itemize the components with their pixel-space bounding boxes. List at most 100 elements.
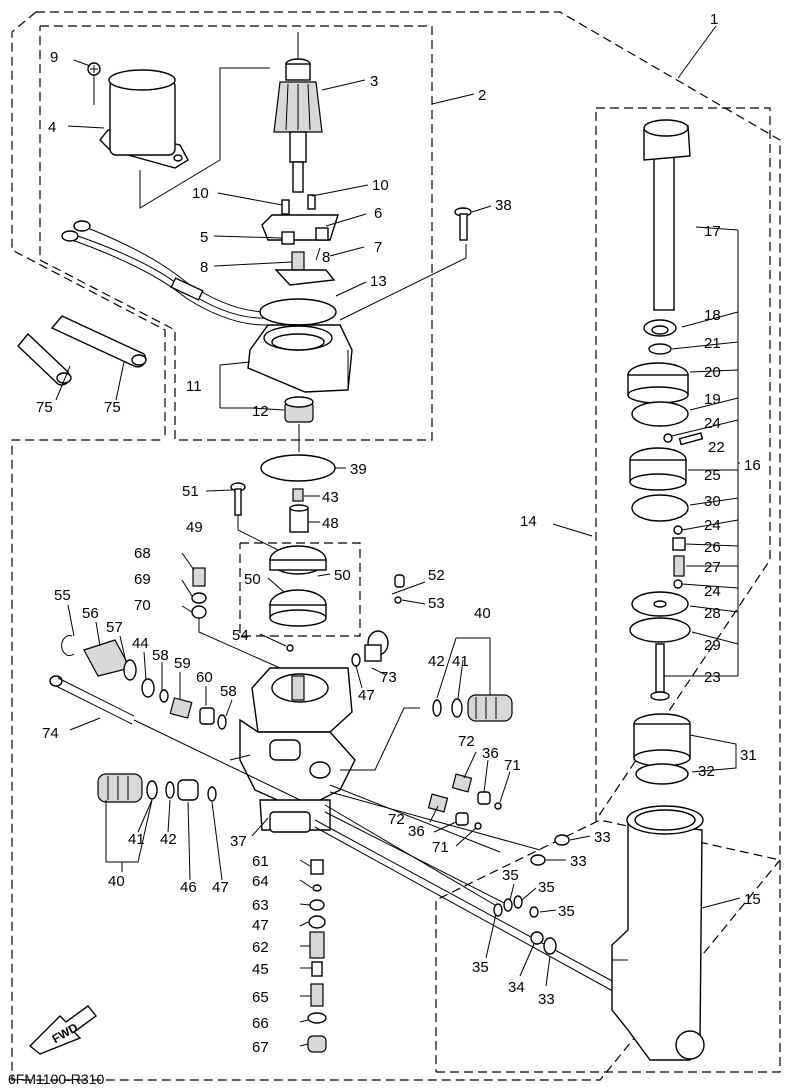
label-22: 22 <box>708 439 725 456</box>
label-20: 20 <box>704 364 721 381</box>
label-6: 6 <box>374 205 382 222</box>
label-45: 45 <box>252 961 269 978</box>
label-7: 7 <box>374 239 382 256</box>
label-5: 5 <box>200 229 208 246</box>
label-32: 32 <box>698 763 715 780</box>
label-59: 59 <box>174 655 191 672</box>
label-65: 65 <box>252 989 269 1006</box>
label-36b: 36 <box>408 823 425 840</box>
part-armature <box>273 32 323 193</box>
label-8a: 8 <box>200 259 208 276</box>
label-47c: 47 <box>252 917 269 934</box>
label-52: 52 <box>428 567 445 584</box>
label-34: 34 <box>508 979 525 996</box>
part-motor-cover <box>87 62 189 169</box>
part-valve-stack <box>307 859 327 1053</box>
label-57: 57 <box>106 619 123 636</box>
label-61: 61 <box>252 853 269 870</box>
label-75b: 75 <box>104 399 121 416</box>
label-42b: 42 <box>160 831 177 848</box>
label-17: 17 <box>704 223 721 240</box>
label-71a: 71 <box>504 757 521 774</box>
part-filter-left <box>97 754 251 803</box>
label-41b: 41 <box>128 831 145 848</box>
label-38: 38 <box>495 197 512 214</box>
label-62: 62 <box>252 939 269 956</box>
label-53: 53 <box>428 595 445 612</box>
label-48: 48 <box>322 515 339 532</box>
label-66: 66 <box>252 1015 269 1032</box>
label-40b: 40 <box>108 873 125 890</box>
label-10b: 10 <box>372 177 389 194</box>
label-54: 54 <box>232 627 249 644</box>
part-grommets <box>17 315 147 386</box>
label-10a: 10 <box>192 185 209 202</box>
label-33c: 33 <box>538 991 555 1008</box>
label-15: 15 <box>744 891 761 908</box>
label-46: 46 <box>180 879 197 896</box>
label-35a: 35 <box>502 867 519 884</box>
label-14: 14 <box>520 513 537 530</box>
label-75a: 75 <box>36 399 53 416</box>
part-valve-small <box>191 567 281 669</box>
label-27: 27 <box>704 559 721 576</box>
label-25: 25 <box>704 467 721 484</box>
label-1: 1 <box>710 11 718 28</box>
label-64: 64 <box>252 873 269 890</box>
label-73: 73 <box>380 669 397 686</box>
label-37: 37 <box>230 833 247 850</box>
label-23: 23 <box>704 669 721 686</box>
label-21: 21 <box>704 335 721 352</box>
label-28: 28 <box>704 605 721 622</box>
label-72a: 72 <box>458 733 475 750</box>
part-pump-body <box>239 644 356 833</box>
label-44: 44 <box>132 635 149 652</box>
fwd-arrow <box>28 1005 98 1055</box>
label-71b: 71 <box>432 839 449 856</box>
label-8b: 8 <box>322 249 330 266</box>
label-24b: 24 <box>704 517 721 534</box>
label-11: 11 <box>186 378 202 395</box>
part-pipes <box>314 784 626 996</box>
label-29: 29 <box>704 637 721 654</box>
part-wire-leads <box>61 220 269 326</box>
label-26: 26 <box>704 539 721 556</box>
label-68: 68 <box>134 545 151 562</box>
label-55: 55 <box>54 587 71 604</box>
label-33a: 33 <box>594 829 611 846</box>
label-12: 12 <box>252 403 269 420</box>
label-9: 9 <box>50 49 58 66</box>
label-60: 60 <box>196 669 213 686</box>
label-33b: 33 <box>570 853 587 870</box>
part-tilt-cylinder-internals <box>627 119 704 785</box>
label-58b: 58 <box>220 683 237 700</box>
label-40a: 40 <box>474 605 491 622</box>
label-35d: 35 <box>472 959 489 976</box>
callout-labels: 1 2 3 4 5 6 7 8 8 9 10 10 11 12 13 14 15… <box>36 11 761 1056</box>
label-16: 16 <box>744 457 761 474</box>
label-19: 19 <box>704 391 721 408</box>
label-70: 70 <box>134 597 151 614</box>
label-35c: 35 <box>558 903 575 920</box>
label-2: 2 <box>478 87 486 104</box>
leader-lines <box>55 25 741 1047</box>
label-31: 31 <box>740 747 757 764</box>
label-63: 63 <box>252 897 269 914</box>
label-43: 43 <box>322 489 339 506</box>
label-39: 39 <box>350 461 367 478</box>
label-4: 4 <box>48 119 56 136</box>
part-motor-base <box>247 298 353 393</box>
label-47a: 47 <box>358 687 375 704</box>
label-13: 13 <box>370 273 387 290</box>
label-24a: 24 <box>704 415 721 432</box>
label-49: 49 <box>186 519 203 536</box>
label-41a: 41 <box>452 653 469 670</box>
label-56: 56 <box>82 605 99 622</box>
label-51: 51 <box>182 483 199 500</box>
label-30: 30 <box>704 493 721 510</box>
part-brush-holder <box>261 194 339 286</box>
label-72b: 72 <box>388 811 405 828</box>
label-3: 3 <box>370 73 378 90</box>
label-35b: 35 <box>538 879 555 896</box>
